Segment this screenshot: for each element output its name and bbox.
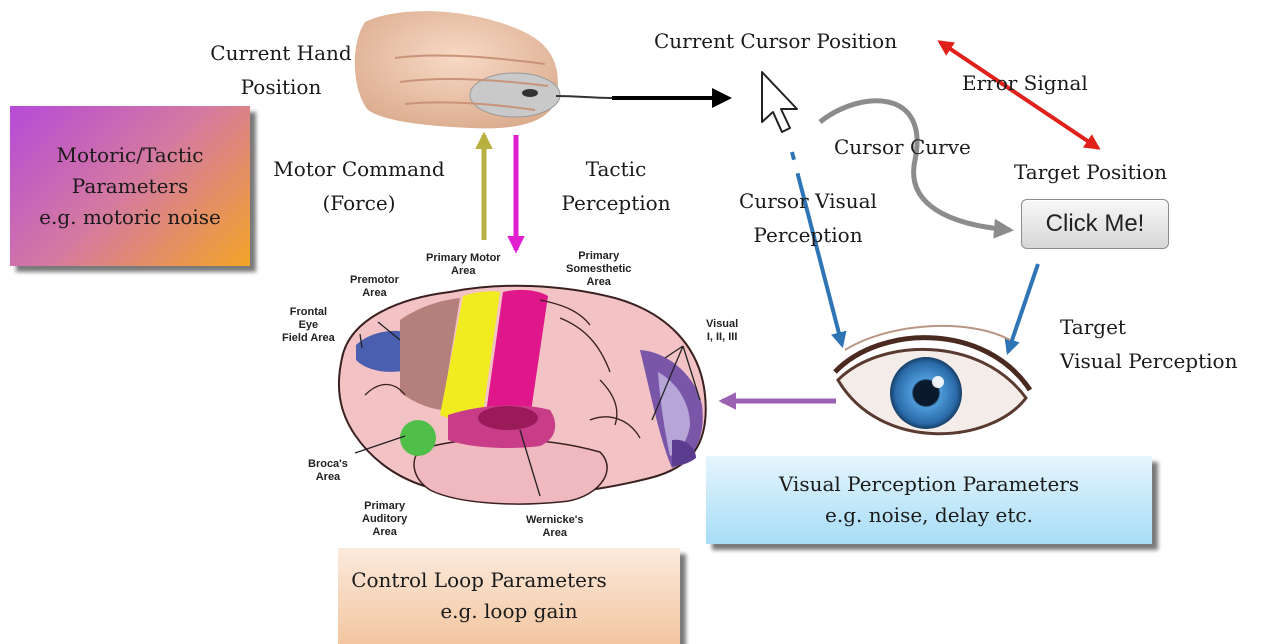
eye-icon [835,326,1030,434]
target-visual-arrow [1008,264,1038,352]
brain-icon [339,286,706,504]
visual-perception-parameters-box: Visual Perception Parameters e.g. noise,… [706,456,1152,544]
error-signal-label: Error Signal [962,66,1088,100]
cursor-visual-perception-label: Cursor Visual Perception [728,184,888,252]
click-me-button[interactable]: Click Me! [1021,199,1169,249]
hand-on-mouse-icon [355,11,612,128]
control-loop-parameters-box: Control Loop Parameters e.g. loop gain [338,548,680,644]
target-position-label: Target Position [1014,155,1167,189]
tactic-perception-label: Tactic Perception [554,152,678,220]
cursor-curve-label: Cursor Curve [834,130,971,164]
current-cursor-position-label: Current Cursor Position [654,24,897,58]
current-hand-position-label: Current Hand Position [198,36,364,104]
motor-command-label: Motor Command (Force) [262,152,456,220]
motoric-tactic-parameters-box: Motoric/Tactic Parameters e.g. motoric n… [10,106,250,266]
mouse-pointer-icon [762,72,797,132]
target-visual-perception-label: Target Visual Perception [1060,310,1237,378]
